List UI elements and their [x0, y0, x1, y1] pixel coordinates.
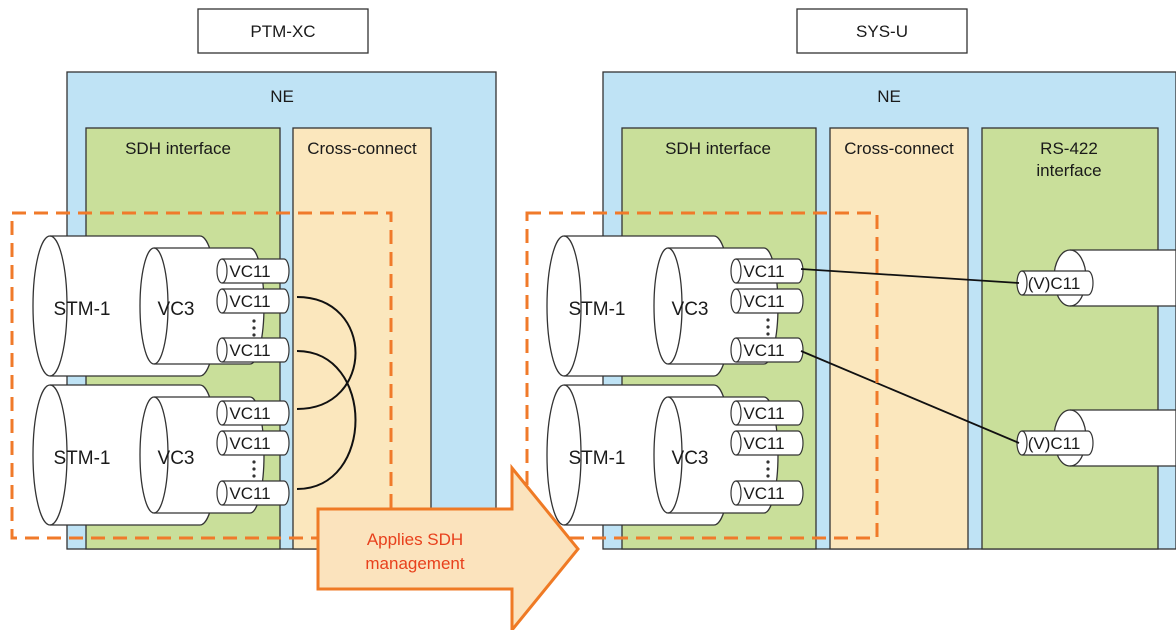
- stm-1-label: STM-1: [54, 448, 111, 469]
- right-cross-connect-label: Cross-connect: [844, 139, 954, 158]
- stm-1-cylinder-rim: [563, 384, 582, 526]
- vc11-tube-2: VC11: [216, 288, 290, 314]
- vc11-label: VC11: [743, 262, 784, 281]
- vc11-tube-1: VC11: [730, 400, 804, 426]
- sys-u-title: SYS-U: [856, 22, 908, 41]
- vc11-tube-2: VC11: [216, 430, 290, 456]
- vc11-ellipsis: [766, 318, 770, 336]
- vc3-label: VC3: [158, 448, 195, 469]
- rs422-cylinder-2: (V)C11: [1016, 409, 1176, 467]
- left-cross-connect-arcs: [296, 296, 357, 490]
- vc11-tube-1: VC11: [216, 400, 290, 426]
- stm-1-cylinder-rim: [49, 235, 68, 377]
- vc3-label: VC3: [672, 448, 709, 469]
- vc11-tube-2: VC11: [730, 430, 804, 456]
- vc11-label: VC11: [743, 484, 784, 503]
- stm-1-label: STM-1: [569, 299, 626, 320]
- vc11-tube-1: VC11: [730, 258, 804, 284]
- left-sdh-groups: STM-1 VC3 VC11 VC11 VC11 STM-1 VC3 VC11 …: [32, 235, 290, 526]
- sys-u-title-box: SYS-U: [796, 8, 968, 54]
- vc11-channel-label: (V)C11: [1028, 274, 1081, 293]
- right-ne-title: NE: [877, 87, 901, 106]
- left-cross-connect-label: Cross-connect: [307, 139, 417, 158]
- rs422-interface-label-line2: interface: [1036, 161, 1101, 180]
- vc11-tube-3: VC11: [216, 480, 290, 506]
- right-cross-connect-panel: [829, 127, 969, 550]
- stm-1-label: STM-1: [54, 299, 111, 320]
- right-sdh-interface-label: SDH interface: [665, 139, 771, 158]
- applies-sdh-management-arrow: Applies SDH management: [316, 463, 580, 630]
- vc3-label: VC3: [672, 299, 709, 320]
- arrow-label-line1: Applies SDH: [367, 530, 463, 549]
- right-group-2: STM-1 VC3 VC11 VC11 VC11: [546, 384, 804, 526]
- rs422-interface-panel: [981, 127, 1159, 550]
- vc11-ellipsis: [766, 460, 770, 478]
- vc11-tube-3: VC11: [216, 337, 290, 363]
- cross-connect-arc: [296, 296, 357, 410]
- stm-1-cylinder-rim: [49, 384, 68, 526]
- vc11-ellipsis: [252, 460, 256, 478]
- vc3-cylinder-rim: [667, 247, 683, 365]
- right-sdh-management-region: [525, 211, 879, 540]
- vc11-label: VC11: [743, 292, 784, 311]
- vc11-ellipsis: [252, 319, 256, 337]
- stm-1-cylinder-rim: [563, 235, 582, 377]
- ptm-xc-title-box: PTM-XC: [197, 8, 369, 54]
- vc11-label: VC11: [743, 404, 784, 423]
- rs422-interface-label-line1: RS-422: [1040, 139, 1098, 158]
- vc11-tube-3: VC11: [730, 480, 804, 506]
- vc3-cylinder-rim: [667, 396, 683, 514]
- vc11-tube-3: VC11: [730, 337, 804, 363]
- left-sdh-management-region: [10, 211, 393, 540]
- vc11-label: VC11: [229, 262, 270, 281]
- vc11-label: VC11: [229, 484, 270, 503]
- vc11-label: VC11: [743, 341, 784, 360]
- connection-line: [800, 350, 1020, 444]
- left-group-2: STM-1 VC3 VC11 VC11 VC11: [32, 384, 290, 526]
- vc11-label: VC11: [229, 341, 270, 360]
- right-group-1: STM-1 VC3 VC11 VC11 VC11: [546, 235, 804, 377]
- stm-1-label: STM-1: [569, 448, 626, 469]
- rs422-channels: (V)C11 (V)C11: [800, 249, 1176, 467]
- connection-line: [800, 268, 1020, 284]
- cross-connect-arc: [296, 350, 357, 490]
- arrow-label-line2: management: [365, 554, 465, 573]
- vc3-label: VC3: [158, 299, 195, 320]
- left-sdh-interface-label: SDH interface: [125, 139, 231, 158]
- vc11-channel-label: (V)C11: [1028, 434, 1081, 453]
- left-cross-connect-panel: [292, 127, 432, 550]
- vc11-tube-2: VC11: [730, 288, 804, 314]
- left-group-1: STM-1 VC3 VC11 VC11 VC11: [32, 235, 290, 377]
- left-ne-title: NE: [270, 87, 294, 106]
- vc3-cylinder-rim: [153, 396, 169, 514]
- vc11-label: VC11: [229, 292, 270, 311]
- vc11-label: VC11: [229, 404, 270, 423]
- vc3-cylinder-rim: [153, 247, 169, 365]
- rs422-cylinder-1: (V)C11: [1016, 249, 1176, 307]
- ptm-xc-title: PTM-XC: [250, 22, 315, 41]
- right-sdh-groups: STM-1 VC3 VC11 VC11 VC11 STM-1 VC3 VC11 …: [546, 235, 804, 526]
- vc11-label: VC11: [229, 434, 270, 453]
- vc11-tube-1: VC11: [216, 258, 290, 284]
- vc11-label: VC11: [743, 434, 784, 453]
